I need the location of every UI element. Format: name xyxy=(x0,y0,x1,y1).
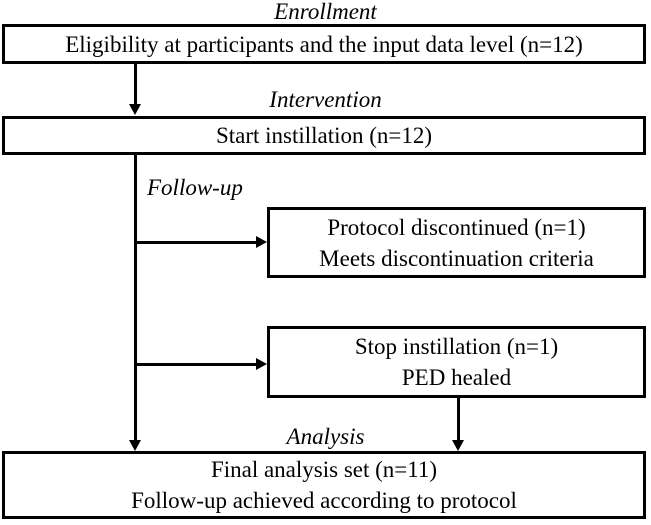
box-protocol-discontinued: Protocol discontinued (n=1) Meets discon… xyxy=(267,207,646,278)
box-start-instillation: Start instillation (n=12) xyxy=(2,116,646,155)
arrowhead-right-to-protocol-discontinued xyxy=(256,236,267,248)
arrowhead-down-eligibility-to-start xyxy=(129,104,141,115)
arrow-line-to-protocol-discontinued xyxy=(135,241,256,244)
phase-label-enrollment: Enrollment xyxy=(274,0,377,24)
arrowhead-right-to-stop-instillation xyxy=(256,358,267,370)
box-eligibility: Eligibility at participants and the inpu… xyxy=(2,24,646,64)
box-stop-instillation-line2: PED healed xyxy=(401,365,512,390)
box-protocol-discontinued-line1: Protocol discontinued (n=1) xyxy=(327,214,586,240)
phase-label-analysis: Analysis xyxy=(286,424,365,449)
phase-label-followup: Follow-up xyxy=(147,175,243,200)
arrow-line-start-to-final xyxy=(134,155,137,440)
arrow-line-stop-to-final xyxy=(457,398,460,440)
arrow-line-to-stop-instillation xyxy=(135,363,256,366)
box-stop-instillation-line1: Stop instillation (n=1) xyxy=(354,334,559,359)
box-eligibility-text: Eligibility at participants and the inpu… xyxy=(65,31,583,57)
box-final-analysis-line1: Final analysis set (n=11) xyxy=(210,457,438,482)
box-start-instillation-text: Start instillation (n=12) xyxy=(215,123,433,148)
arrow-line-eligibility-to-start xyxy=(134,64,137,105)
arrowhead-down-stop-to-final xyxy=(452,440,464,451)
box-stop-instillation: Stop instillation (n=1) PED healed xyxy=(267,326,646,398)
box-final-analysis: Final analysis set (n=11) Follow-up achi… xyxy=(2,451,646,519)
box-protocol-discontinued-line2: Meets discontinuation criteria xyxy=(319,245,594,271)
phase-label-intervention: Intervention xyxy=(269,87,382,112)
arrowhead-down-start-to-final xyxy=(129,440,141,451)
box-final-analysis-line2: Follow-up achieved according to protocol xyxy=(131,488,517,513)
